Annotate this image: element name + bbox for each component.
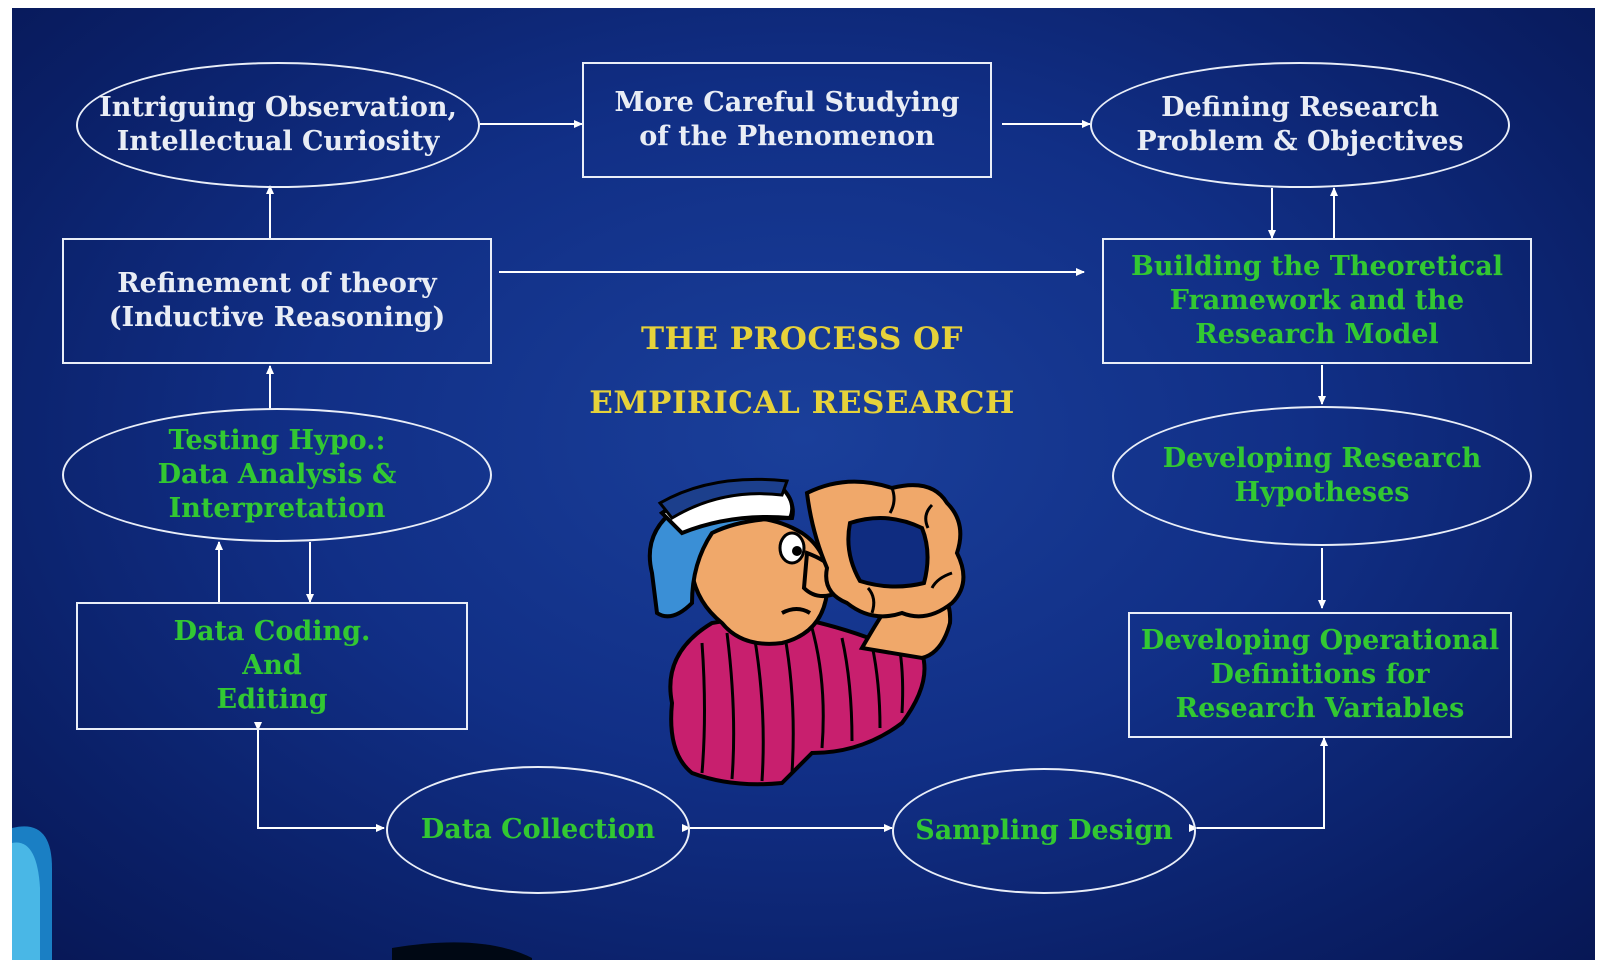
node-defining-research-problem: Defining Research Problem & Objectives xyxy=(1090,62,1510,188)
node-label: Developing Research Hypotheses xyxy=(1162,443,1482,508)
node-careful-studying: More Careful Studying of the Phenomenon xyxy=(582,62,992,178)
node-sampling-design: Sampling Design xyxy=(892,768,1196,894)
node-label: Defining Research Problem & Objectives xyxy=(1136,92,1464,157)
node-label: Intriguing Observation, Intellectual Cur… xyxy=(99,92,457,157)
flow-arrows xyxy=(215,120,1338,832)
node-intriguing-observation: Intriguing Observation, Intellectual Cur… xyxy=(76,62,480,188)
node-label: Data Collection xyxy=(420,814,656,846)
arrow-sampling-operational xyxy=(1189,737,1328,832)
title-line-1: THE PROCESS OF xyxy=(640,321,964,357)
node-testing-hypotheses: Testing Hypo.: Data Analysis & Interpret… xyxy=(62,408,492,542)
node-label: Sampling Design xyxy=(915,815,1173,847)
node-label: Refinement of theory (Inductive Reasonin… xyxy=(108,268,446,333)
node-data-coding: Data Coding. And Editing xyxy=(76,602,468,730)
title-line-2: EMPIRICAL RESEARCH xyxy=(589,384,1015,421)
diagram-title: THE PROCESS OF EMPIRICAL RESEARCH xyxy=(532,308,1072,435)
corner-decoration xyxy=(12,826,532,960)
node-theoretical-framework: Building the Theoretical Framework and t… xyxy=(1102,238,1532,364)
node-refinement-of-theory: Refinement of theory (Inductive Reasonin… xyxy=(62,238,492,364)
node-developing-hypotheses: Developing Research Hypotheses xyxy=(1112,406,1532,546)
node-data-collection: Data Collection xyxy=(386,766,690,894)
node-label: Data Coding. And Editing xyxy=(173,616,371,715)
arrow-coding-collection xyxy=(254,722,385,832)
researcher-illustration xyxy=(647,477,966,787)
diagram-slide: Intriguing Observation, Intellectual Cur… xyxy=(12,8,1595,960)
node-label: More Careful Studying of the Phenomenon xyxy=(614,87,960,152)
node-label: Developing Operational Definitions for R… xyxy=(1140,625,1500,724)
node-operational-definitions: Developing Operational Definitions for R… xyxy=(1128,612,1512,738)
node-label: Building the Theoretical Framework and t… xyxy=(1131,251,1503,350)
node-label: Testing Hypo.: Data Analysis & Interpret… xyxy=(157,425,397,524)
